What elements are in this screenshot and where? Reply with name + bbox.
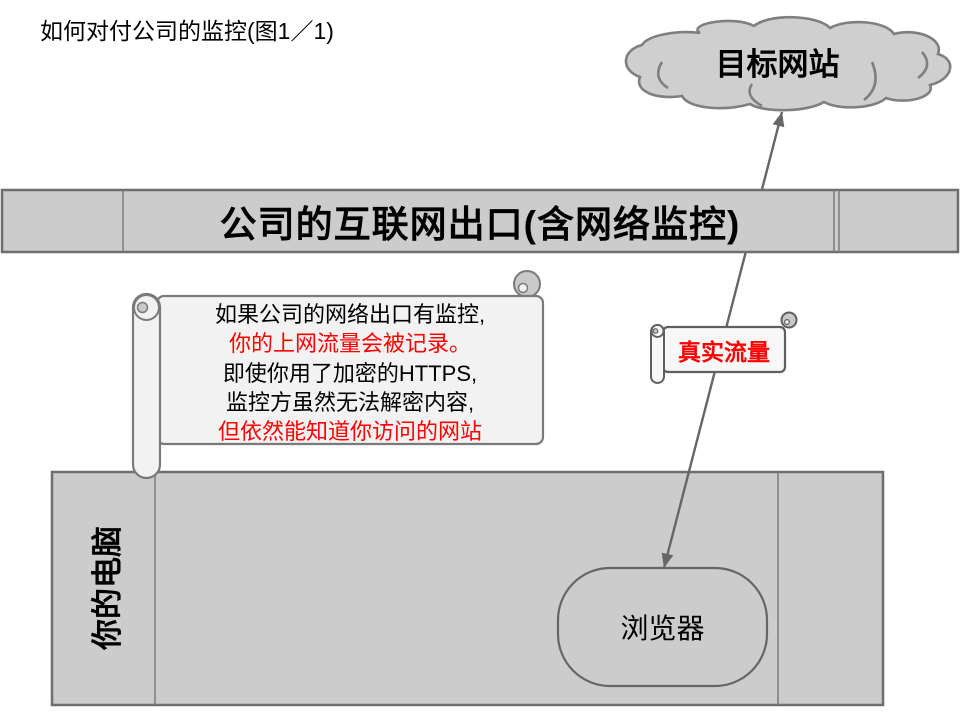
note-line: 如果公司的网络出口有监控,: [214, 302, 486, 327]
browser-label: 浏览器: [620, 613, 705, 644]
note-scroll-text: 如果公司的网络出口有监控, 你的上网流量会被记录。 即使你用了加密的HTTPS,…: [160, 300, 540, 446]
computer-label: 你的电脑: [89, 526, 125, 650]
arrowhead-up-icon: [772, 112, 785, 128]
note-line: 监控方虽然无法解密内容,: [225, 389, 475, 415]
browser-shape: [556, 566, 769, 688]
gateway-bar-label: 公司的互联网出口(含网络监控): [219, 204, 741, 245]
traffic-label: 真实流量: [678, 338, 770, 365]
cloud-shape: [624, 15, 952, 112]
page-title: 如何对付公司的监控(图1／1): [40, 18, 334, 44]
note-line: 即使你用了加密的HTTPS,: [222, 360, 478, 386]
note-scroll-shape: [131, 270, 545, 480]
note-line: 你的上网流量会被记录。: [228, 331, 471, 357]
gateway-bar: [0, 188, 960, 254]
arrowhead-down-icon: [661, 552, 674, 568]
traffic-scroll-shape: [650, 311, 798, 384]
note-line: 但依然能知道你访问的网站: [217, 419, 482, 444]
cloud-label: 目标网站: [715, 46, 840, 82]
